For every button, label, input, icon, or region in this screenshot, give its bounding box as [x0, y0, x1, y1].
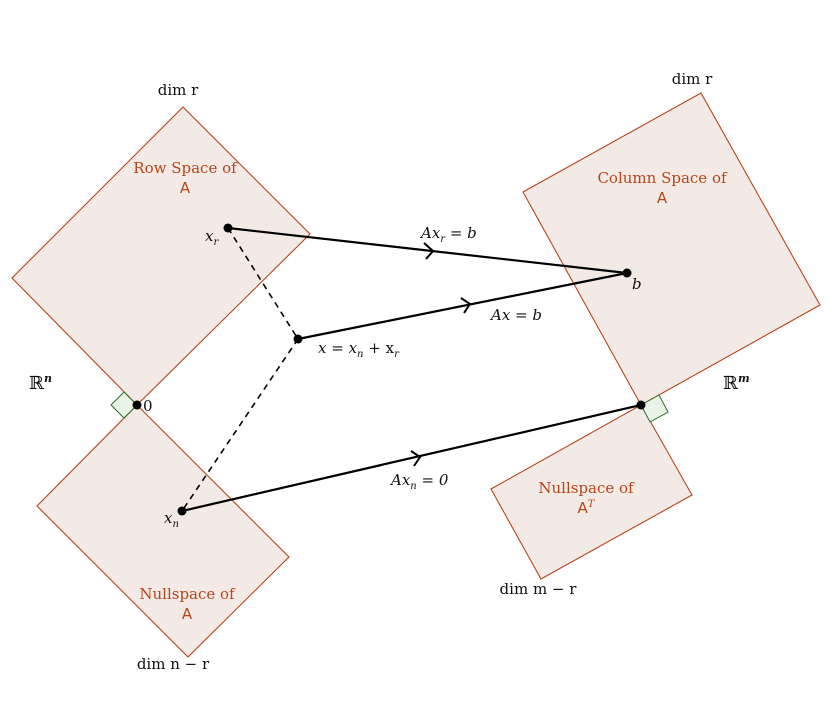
left-nullspace-matrix: AT — [578, 499, 596, 517]
point-x — [293, 334, 303, 344]
origin-label: 0 — [143, 397, 153, 415]
row-space-region — [11, 106, 311, 406]
point-origin-left — [132, 400, 142, 410]
row-space-title: Row Space of — [133, 159, 238, 177]
point-x-r — [223, 223, 233, 233]
arrow-full-map — [297, 271, 628, 341]
point-origin-right — [636, 400, 646, 410]
label-null-map: Axn = 0 — [389, 471, 449, 492]
point-b — [622, 268, 632, 278]
arrow-row-map — [227, 226, 628, 275]
arrow-null-map — [181, 403, 642, 513]
label-b: b — [632, 275, 642, 293]
row-space-matrix: A — [180, 179, 191, 197]
arrow-null-map-head — [410, 450, 422, 467]
left-space-label: ℝn — [29, 372, 52, 394]
nullspace-dimension: dim n − r — [137, 655, 210, 673]
left-nullspace-title: Nullspace of — [538, 479, 635, 497]
row-space-dimension: dim r — [158, 81, 199, 99]
nullspace-title: Nullspace of — [139, 585, 236, 603]
label-x-sum: x = xn + xr — [318, 339, 400, 360]
column-space-matrix: A — [657, 189, 668, 207]
left-nullspace-dimension: dim m − r — [500, 580, 578, 598]
arrow-full-map-head — [460, 297, 472, 314]
left-right-angle-marker — [110, 391, 138, 419]
point-x-n — [177, 506, 187, 516]
column-space-dimension: dim r — [672, 70, 713, 88]
nullspace-region — [36, 404, 290, 658]
column-space-region — [522, 92, 821, 406]
right-space-label: ℝm — [723, 372, 750, 394]
label-x-r: xr — [205, 227, 219, 248]
label-x-n: xn — [164, 509, 179, 530]
right-right-angle-marker — [640, 394, 669, 423]
label-full-map: Ax = b — [489, 306, 542, 324]
arrow-row-map-head — [423, 242, 435, 260]
label-row-map: Axr = b — [419, 224, 477, 245]
dashed-x-to-xn — [181, 338, 299, 512]
column-space-title: Column Space of — [597, 169, 728, 187]
left-nullspace-region — [490, 404, 693, 580]
nullspace-matrix: A — [182, 605, 193, 623]
